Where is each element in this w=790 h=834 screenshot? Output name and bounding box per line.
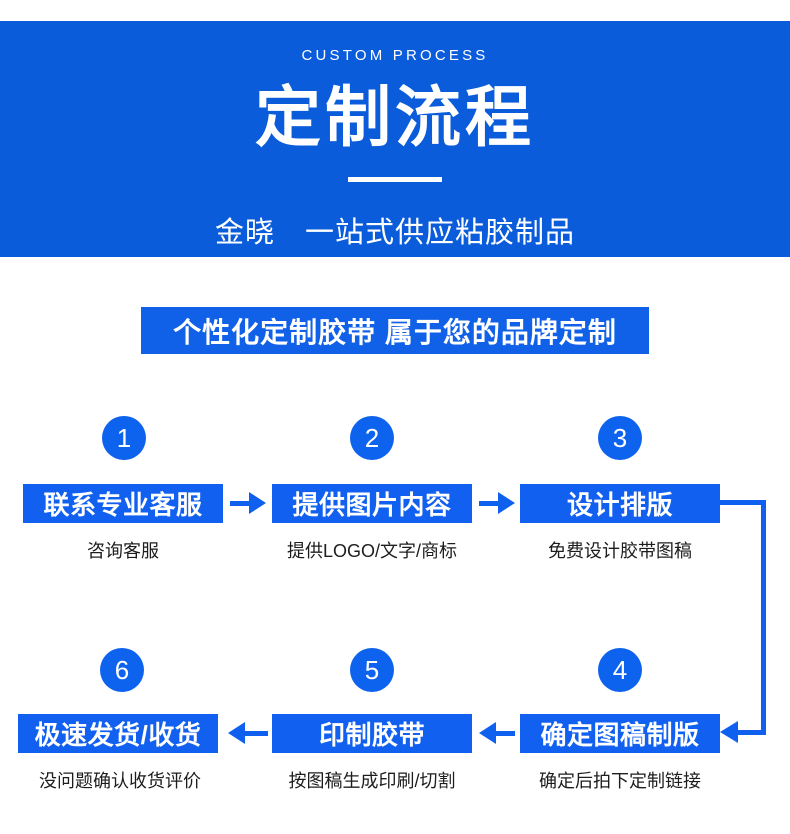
arrow-shaft bbox=[244, 731, 268, 736]
arrow-head bbox=[498, 492, 515, 514]
step-caption-4: 确定后拍下定制链接 bbox=[539, 771, 701, 791]
arrow-right-1-to-2 bbox=[230, 492, 266, 514]
page-title: 定制流程 bbox=[255, 80, 535, 154]
step-title-5[interactable]: 印制胶带 bbox=[272, 714, 472, 753]
step-caption-1: 咨询客服 bbox=[87, 541, 159, 561]
step-caption-3: 免费设计胶带图稿 bbox=[548, 541, 692, 561]
arrow-right-2-to-3 bbox=[479, 492, 515, 514]
arrow-left-5-to-6 bbox=[228, 722, 268, 744]
step-number-badge-6: 6 bbox=[100, 648, 144, 692]
step-caption-5: 按图稿生成印刷/切割 bbox=[288, 771, 456, 791]
arrow-left-4-to-5 bbox=[479, 722, 515, 744]
step-number-badge-5: 5 bbox=[350, 648, 394, 692]
step-number-badge-2: 2 bbox=[350, 416, 394, 460]
hero-subtitle: 金晓 一站式供应粘胶制品 bbox=[214, 217, 575, 249]
step-caption-6: 没问题确认收货评价 bbox=[39, 771, 201, 791]
step-title-4[interactable]: 确定图稿制版 bbox=[520, 714, 720, 753]
arrow-shaft bbox=[495, 731, 515, 736]
arrow-head bbox=[228, 722, 245, 744]
step-title-3[interactable]: 设计排版 bbox=[520, 484, 720, 523]
arrow-shaft bbox=[230, 501, 250, 506]
step-number-badge-4: 4 bbox=[598, 648, 642, 692]
arrow-head bbox=[249, 492, 266, 514]
step-title-1[interactable]: 联系专业客服 bbox=[23, 484, 223, 523]
arrow-shaft bbox=[479, 501, 499, 506]
step-number-badge-1: 1 bbox=[102, 416, 146, 460]
hero-banner: CUSTOM PROCESS 定制流程 金晓 一站式供应粘胶制品 bbox=[0, 21, 790, 257]
step-title-2[interactable]: 提供图片内容 bbox=[272, 484, 472, 523]
hero-divider bbox=[348, 177, 442, 182]
step-title-6[interactable]: 极速发货/收货 bbox=[18, 714, 218, 753]
arrow-head bbox=[479, 722, 496, 744]
connector-3-to-4-vertical bbox=[761, 500, 766, 735]
section-banner: 个性化定制胶带 属于您的品牌定制 bbox=[141, 307, 649, 354]
connector-3-to-4-arrow-head bbox=[720, 721, 738, 743]
connector-3-to-4-top bbox=[720, 500, 766, 505]
step-caption-2: 提供LOGO/文字/商标 bbox=[286, 541, 457, 561]
hero-kicker: CUSTOM PROCESS bbox=[301, 47, 489, 64]
step-number-badge-3: 3 bbox=[598, 416, 642, 460]
connector-3-to-4-bottom bbox=[737, 730, 766, 735]
